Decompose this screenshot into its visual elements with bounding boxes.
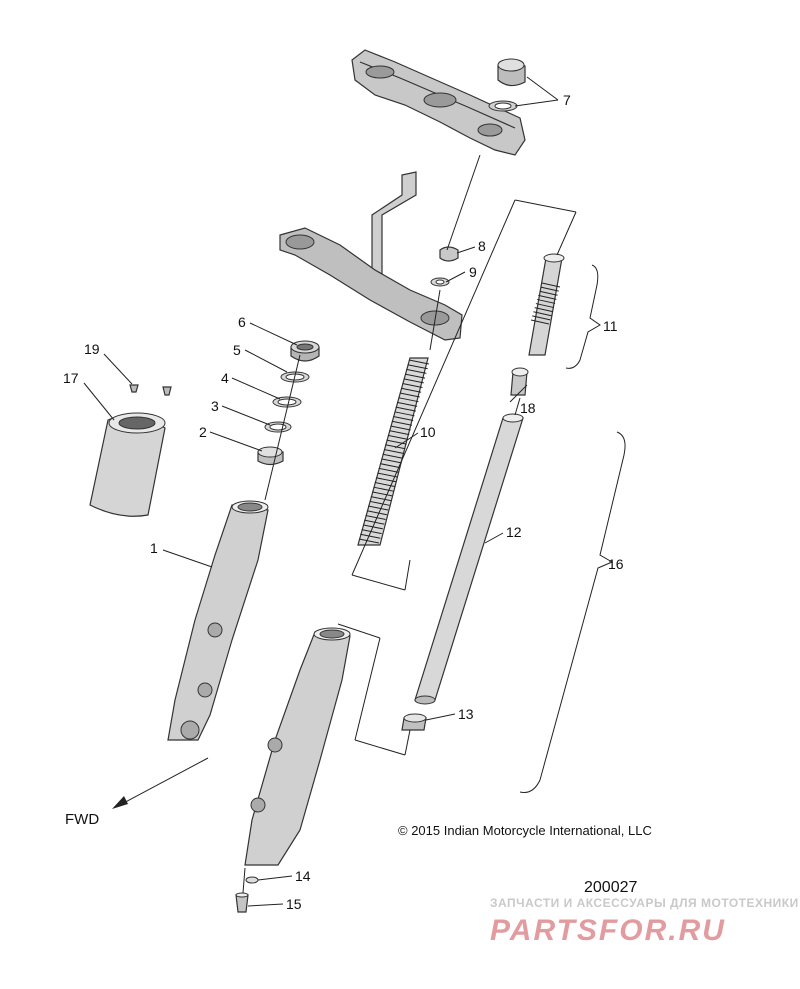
fork-tube-12 (414, 413, 524, 705)
callout-2: 2 (199, 424, 207, 440)
callout-labels: 1 2 3 4 5 6 7 8 9 10 11 12 13 14 15 16 1… (63, 92, 624, 912)
callout-9: 9 (469, 264, 477, 280)
screw-19b (162, 386, 172, 396)
lower-triple-clamp (279, 171, 463, 341)
upper-triple-clamp (351, 49, 526, 156)
bracket-11 (565, 264, 601, 369)
bracket-16 (519, 431, 626, 793)
damper-rod-11 (528, 253, 565, 356)
nut-and-washer-7 (488, 58, 526, 112)
diagram-number: 200027 (584, 879, 637, 896)
callout-10: 10 (420, 424, 436, 440)
callout-1: 1 (150, 540, 158, 556)
washer-9 (430, 277, 450, 287)
assembly-lines (242, 154, 577, 894)
callout-7: 7 (563, 92, 571, 108)
callout-4: 4 (221, 370, 229, 386)
callout-13: 13 (458, 706, 474, 722)
watermark-brand: PARTSFOR.RU (490, 914, 726, 947)
direction-label: FWD (65, 811, 99, 828)
callout-15: 15 (286, 896, 302, 912)
bushing-2 (257, 446, 284, 466)
bushing-13 (401, 713, 427, 731)
callout-3: 3 (211, 398, 219, 414)
watermark-tagline: ЗАПЧАСТИ И АКСЕССУАРЫ ДЛЯ МОТОТЕХНИКИ (490, 896, 799, 910)
fork-slider-right (244, 627, 351, 866)
leader-lines (83, 76, 559, 907)
watermark: ЗАПЧАСТИ И АКСЕССУАРЫ ДЛЯ МОТОТЕХНИКИ PA… (490, 896, 799, 947)
bolt-15 (235, 892, 249, 913)
callout-14: 14 (295, 868, 311, 884)
callout-11: 11 (603, 318, 618, 334)
stem-nut-8 (439, 246, 459, 262)
washer-4 (272, 396, 302, 408)
callout-5: 5 (233, 342, 241, 358)
callout-17: 17 (63, 370, 79, 386)
callout-16: 16 (608, 556, 624, 572)
callout-6: 6 (238, 314, 246, 330)
ring-3 (264, 421, 292, 433)
washer-14 (245, 876, 259, 884)
fork-spring-10 (357, 357, 430, 546)
fork-slider-left-1 (167, 500, 269, 741)
fork-cover-17 (89, 412, 166, 517)
bushing-18 (510, 367, 529, 396)
forward-arrow-icon (112, 757, 209, 809)
screw-19a (129, 384, 139, 393)
callout-8: 8 (478, 238, 486, 254)
seal-6 (290, 340, 320, 362)
copyright-text: © 2015 Indian Motorcycle International, … (398, 823, 652, 838)
callout-12: 12 (506, 524, 522, 540)
callout-19: 19 (84, 341, 100, 357)
callout-18: 18 (520, 400, 536, 416)
